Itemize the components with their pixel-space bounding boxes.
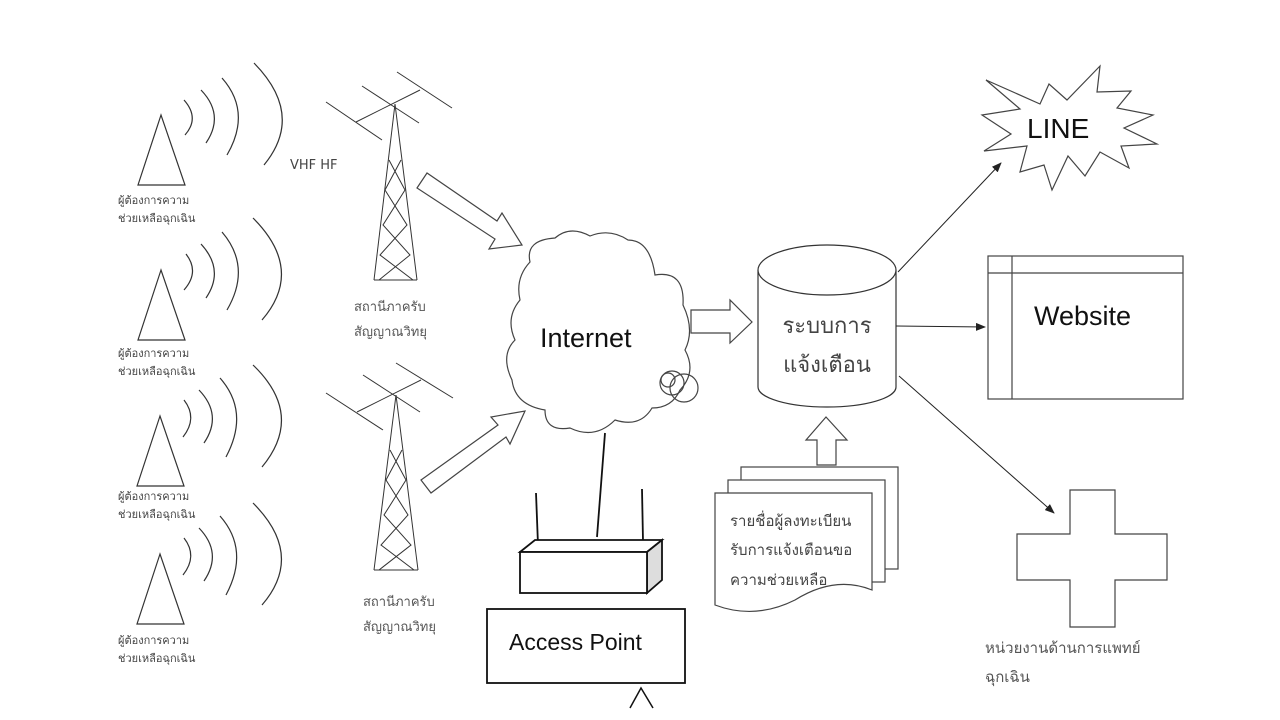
sender-label-line2: ช่วยเหลือฉุกเฉิน — [118, 651, 196, 665]
radio-wave-icon — [182, 364, 282, 468]
block-arrow-registry-to-system — [804, 416, 849, 466]
station-label-line2: สัญญาณวิทยุ — [363, 619, 436, 635]
alert-system-label-line1: ระบบการ — [782, 314, 872, 339]
internet-label: Internet — [540, 323, 632, 353]
medical-cross-icon — [1016, 489, 1168, 628]
medical-unit-label: หน่วยงานด้านการแพทย์ ฉุกเฉิน — [985, 634, 1141, 691]
sender-label-line2: ช่วยเหลือฉุกเฉิน — [118, 211, 196, 225]
registry-doc-line1: รายชื่อผู้ลงทะเบียน — [730, 512, 852, 530]
alert-system-label-line2: แจ้งเตือน — [783, 352, 871, 378]
medical-unit-label-line1: หน่วยงานด้านการแพทย์ — [985, 639, 1141, 657]
radio-tower-2 — [325, 362, 454, 571]
sender-2 — [137, 217, 282, 341]
signal-band-label: VHF HF — [290, 158, 338, 173]
block-arrow-tower2-to-internet — [420, 410, 527, 494]
sender-label-line2: ช่วยเหลือฉุกเฉิน — [118, 507, 196, 521]
station-label-1: สถานีภาครับ สัญญาณวิทยุ — [354, 296, 427, 345]
station-label-line1: สถานีภาครับ — [354, 300, 426, 315]
registry-doc-text: รายชื่อผู้ลงทะเบียน รับการแจ้งเตือนขอ คว… — [730, 507, 852, 595]
alert-system-label: ระบบการ แจ้งเตือน — [770, 308, 884, 385]
medical-unit-label-line2: ฉุกเฉิน — [985, 667, 1030, 686]
radio-wave-icon — [183, 62, 283, 166]
sender-label-line1: ผู้ต้องการความ — [118, 194, 190, 207]
access-point-device — [517, 432, 665, 595]
registry-doc-line2: รับการแจ้งเตือนขอ — [730, 541, 853, 560]
sender-label-2: ผู้ต้องการความ ช่วยเหลือฉุกเฉิน — [118, 345, 195, 380]
sender-4 — [136, 502, 282, 625]
sender-3 — [136, 364, 282, 487]
sender-triangle-icon — [137, 113, 186, 186]
website-window-icon — [987, 255, 1184, 400]
sender-label-line1: ผู้ต้องการความ — [118, 347, 190, 360]
access-point-label: Access Point — [509, 629, 642, 655]
sender-triangle-icon — [137, 268, 186, 341]
line-label: LINE — [1027, 113, 1090, 144]
block-arrow-tower1-to-internet — [416, 172, 524, 250]
station-label-line1: สถานีภาครับ — [363, 595, 435, 610]
website-label: Website — [1034, 301, 1132, 331]
block-arrow-internet-to-system — [690, 298, 753, 345]
sender-label-line2: ช่วยเหลือฉุกเฉิน — [118, 364, 196, 378]
arrow-to-line — [897, 162, 1002, 273]
sender-triangle-icon — [136, 414, 185, 487]
sender-triangle-icon — [136, 552, 185, 625]
alert-system-database — [757, 244, 897, 408]
access-point-box — [486, 608, 686, 684]
station-label-2: สถานีภาครับ สัญญาณวิทยุ — [363, 591, 436, 640]
registry-doc-line3: ความช่วยเหลือ — [730, 570, 828, 589]
sender-label-4: ผู้ต้องการความ ช่วยเหลือฉุกเฉิน — [118, 632, 195, 667]
registry-document-stack — [714, 466, 899, 612]
sender-label-1: ผู้ต้องการความ ช่วยเหลือฉุกเฉิน — [118, 192, 195, 227]
sender-label-3: ผู้ต้องการความ ช่วยเหลือฉุกเฉิน — [118, 488, 195, 523]
radio-wave-icon — [183, 217, 282, 321]
radio-tower-1 — [325, 71, 453, 281]
radio-wave-icon — [182, 502, 282, 606]
station-label-line2: สัญญาณวิทยุ — [354, 324, 427, 340]
internet-cloud — [506, 230, 699, 434]
arrow-to-website — [895, 322, 986, 331]
sender-label-line1: ผู้ต้องการความ — [118, 490, 190, 503]
access-point-up-caret-icon — [629, 686, 654, 709]
sender-1 — [137, 62, 283, 186]
sender-label-line1: ผู้ต้องการความ — [118, 634, 190, 647]
line-starburst-icon — [980, 64, 1160, 192]
arrow-to-medical — [898, 375, 1055, 514]
